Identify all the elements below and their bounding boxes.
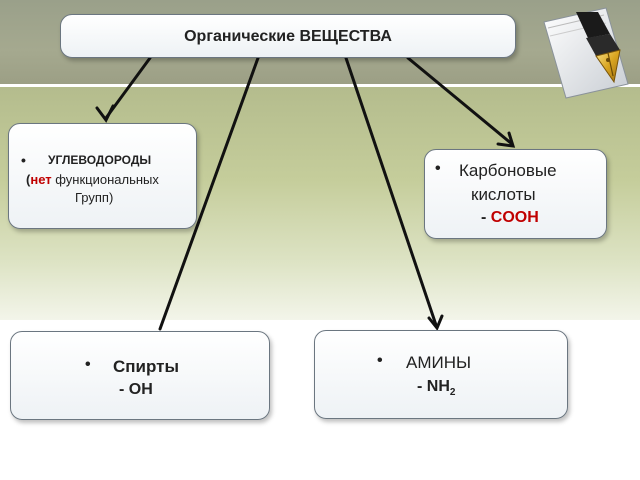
bullet-alcohols: • bbox=[85, 356, 91, 373]
amines-subscript: 2 bbox=[449, 387, 456, 399]
band-divider bbox=[0, 84, 640, 87]
none-word: нет bbox=[30, 172, 52, 187]
amines-box: • АМИНЫ - NH2 bbox=[314, 330, 568, 419]
hydrocarbons-desc-line: (нет функциональных bbox=[26, 172, 159, 187]
bullet-amines: • bbox=[377, 352, 383, 369]
hydrocarbons-label: УГЛЕВОДОРОДЫ bbox=[48, 153, 152, 167]
arrowhead-hydrocarbons bbox=[95, 104, 115, 123]
alcohols-box: • Спирты - OH bbox=[10, 331, 270, 420]
amines-group-line: - NH2 bbox=[417, 378, 455, 398]
bullet-carboxylic: • bbox=[435, 160, 441, 177]
carboxylic-label-line2: кислоты bbox=[471, 185, 536, 204]
carboxylic-label-line1: Карбоновые bbox=[459, 161, 557, 180]
carboxylic-dash: - bbox=[481, 209, 491, 226]
arrow-to-amines bbox=[344, 56, 438, 327]
title-box: Органические ВЕЩЕСТВА bbox=[60, 14, 516, 58]
arrowhead-amines bbox=[427, 314, 444, 331]
arrow-to-carboxylic bbox=[406, 56, 514, 146]
carboxylic-acids-box: • Карбоновые кислоты - COOH bbox=[424, 149, 607, 239]
functional-word: функциональных bbox=[51, 172, 159, 187]
amines-label: АМИНЫ bbox=[406, 353, 472, 372]
line-to-alcohols bbox=[158, 56, 260, 331]
paren-open: ( bbox=[26, 172, 31, 187]
diagram-title: Органические ВЕЩЕСТВА bbox=[184, 28, 392, 45]
arrowhead-carboxylic bbox=[496, 131, 516, 148]
bullet-hydrocarbons: • bbox=[21, 152, 26, 168]
alcohols-label: Спирты bbox=[113, 357, 179, 376]
hydrocarbons-box: • УГЛЕВОДОРОДЫ (нет функциональных Групп… bbox=[8, 123, 197, 229]
amines-group: - NH bbox=[417, 378, 450, 395]
alcohols-group: - OH bbox=[119, 381, 153, 398]
groups-word: Групп) bbox=[75, 190, 114, 205]
fountain-pen-icon bbox=[543, 7, 629, 99]
carboxylic-group: COOH bbox=[490, 209, 539, 226]
carboxylic-group-line: - COOH bbox=[481, 209, 539, 227]
